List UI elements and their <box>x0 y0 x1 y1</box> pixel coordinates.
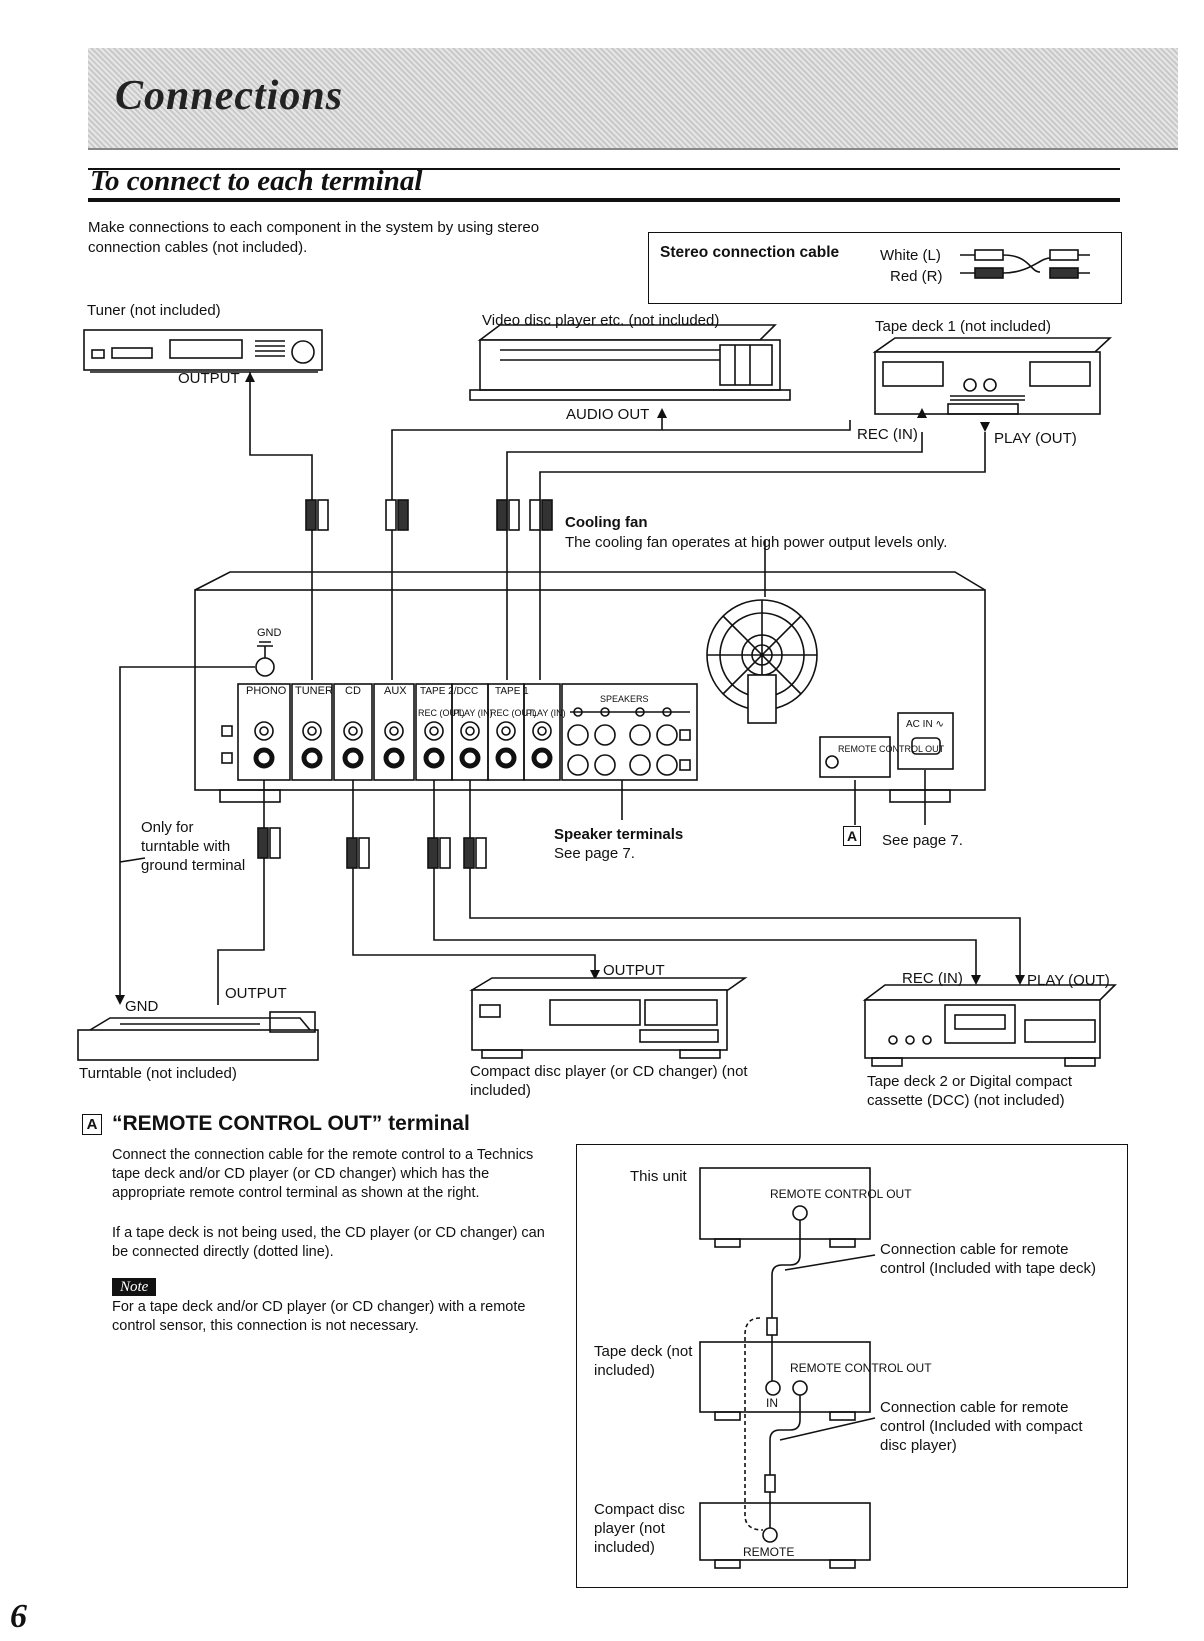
header-banner <box>88 48 1178 150</box>
video-label: Video disc player etc. (not included) <box>482 312 720 329</box>
this-unit-label: This unit <box>630 1168 687 1185</box>
note-text: For a tape deck and/or CD player (or CD … <box>112 1299 526 1334</box>
cd-output-label: OUTPUT <box>603 962 665 979</box>
tape-deck-2-device <box>862 984 1117 1067</box>
tape2-play-label: PLAY (OUT) <box>1027 972 1110 989</box>
remote-diagram-box <box>576 1144 1128 1588</box>
a-badge: A <box>843 826 861 846</box>
turntable-label: Turntable (not included) <box>79 1065 237 1082</box>
tuner-output-label: OUTPUT <box>178 370 240 387</box>
note-tag: Note <box>112 1278 157 1296</box>
arrow-icons <box>115 372 1025 1005</box>
cooling-fan-text: The cooling fan operates at high power o… <box>565 534 948 551</box>
tuner-device <box>83 329 323 373</box>
cable-legend-box <box>648 232 1122 304</box>
rd-remote-out-2: REMOTE CONTROL OUT <box>790 1361 932 1375</box>
remote-section-p1: Connect the connection cable for the rem… <box>112 1147 534 1201</box>
ac-in-label: AC IN ∿ <box>906 719 944 730</box>
cable2-label: Connection cable for remote control (Inc… <box>880 1399 1083 1454</box>
tape1-play-label: PLAY (OUT) <box>994 430 1077 447</box>
audio-out-label: AUDIO OUT <box>566 406 650 423</box>
speaker-terminals-title: Speaker terminals <box>554 826 684 843</box>
tape1-label: TAPE 1 <box>495 686 529 697</box>
tape1-play-in-label: PLAY (IN) <box>526 708 566 718</box>
tape2-rec-label: REC (IN) <box>902 970 963 987</box>
page-title: Connections <box>115 73 344 119</box>
tape1-label-text: Tape deck 1 (not included) <box>875 318 1051 335</box>
gnd-label: GND <box>257 627 282 639</box>
cable1-label: Connection cable for remote control (Inc… <box>880 1241 1096 1277</box>
cable-legend-label: Stereo connection cable <box>660 244 840 261</box>
intro-text: Make connections to each component in th… <box>88 219 540 256</box>
remote-section-badge: A <box>82 1114 102 1135</box>
plug-icons <box>257 499 553 869</box>
aux-jack-label: AUX <box>384 685 407 697</box>
rule-top <box>88 168 1120 170</box>
phono-label: PHONO <box>246 685 287 697</box>
speakers-label: SPEAKERS <box>600 694 649 704</box>
cable-red-label: Red (R) <box>890 268 943 285</box>
cd-player-label: Compact disc player (or CD changer) (not… <box>470 1063 748 1099</box>
rd-remote-out-1: REMOTE CONTROL OUT <box>770 1187 912 1201</box>
rd-in-label: IN <box>766 1396 778 1410</box>
remote-section-title: “REMOTE CONTROL OUT” terminal <box>112 1112 470 1135</box>
tape2-label: Tape deck 2 or Digital compact cassette … <box>867 1073 1073 1109</box>
rd-remote-label: REMOTE <box>743 1545 794 1559</box>
tape-dcc-label: TAPE 2/DCC <box>420 686 478 697</box>
page-number: 6 <box>10 1598 27 1635</box>
rec-out-label: REC (OUT) <box>418 708 465 718</box>
cd-player-remote-label: Compact disc player (not included) <box>594 1501 685 1556</box>
turntable-device <box>77 1011 319 1061</box>
remote-section-p2: If a tape deck is not being used, the CD… <box>112 1225 545 1260</box>
tuner-jack-label: TUNER <box>295 685 333 697</box>
play-in-label: PLAY (IN) <box>453 708 493 718</box>
amplifier-rear-panel <box>194 571 986 803</box>
tape1-rec-label: REC (IN) <box>857 426 918 443</box>
tape-deck-1-device <box>872 337 1113 415</box>
cd-player-device <box>469 977 748 1059</box>
speaker-terminals-text: See page 7. <box>554 845 635 862</box>
section-title: To connect to each terminal <box>90 165 423 197</box>
remote-out-label: REMOTE CONTROL OUT <box>838 744 945 754</box>
cd-jack-label: CD <box>345 685 361 697</box>
cooling-fan-title: Cooling fan <box>565 514 648 531</box>
cable-white-label: White (L) <box>880 247 941 264</box>
see-page-label: See page 7. <box>882 832 963 849</box>
rca-plug-icon <box>960 249 1090 279</box>
turntable-gnd-label: GND <box>125 998 159 1015</box>
turntable-output-label: OUTPUT <box>225 985 287 1002</box>
tuner-label: Tuner (not included) <box>87 302 221 319</box>
only-for-turntable: Only for turntable with ground terminal <box>141 819 246 874</box>
video-player-device <box>469 324 791 401</box>
remote-diagram <box>699 1167 876 1569</box>
tape1-rec-out-label: REC (OUT) <box>490 708 537 718</box>
rule-bottom <box>88 198 1120 202</box>
tape-deck-label: Tape deck (not included) <box>594 1343 693 1379</box>
